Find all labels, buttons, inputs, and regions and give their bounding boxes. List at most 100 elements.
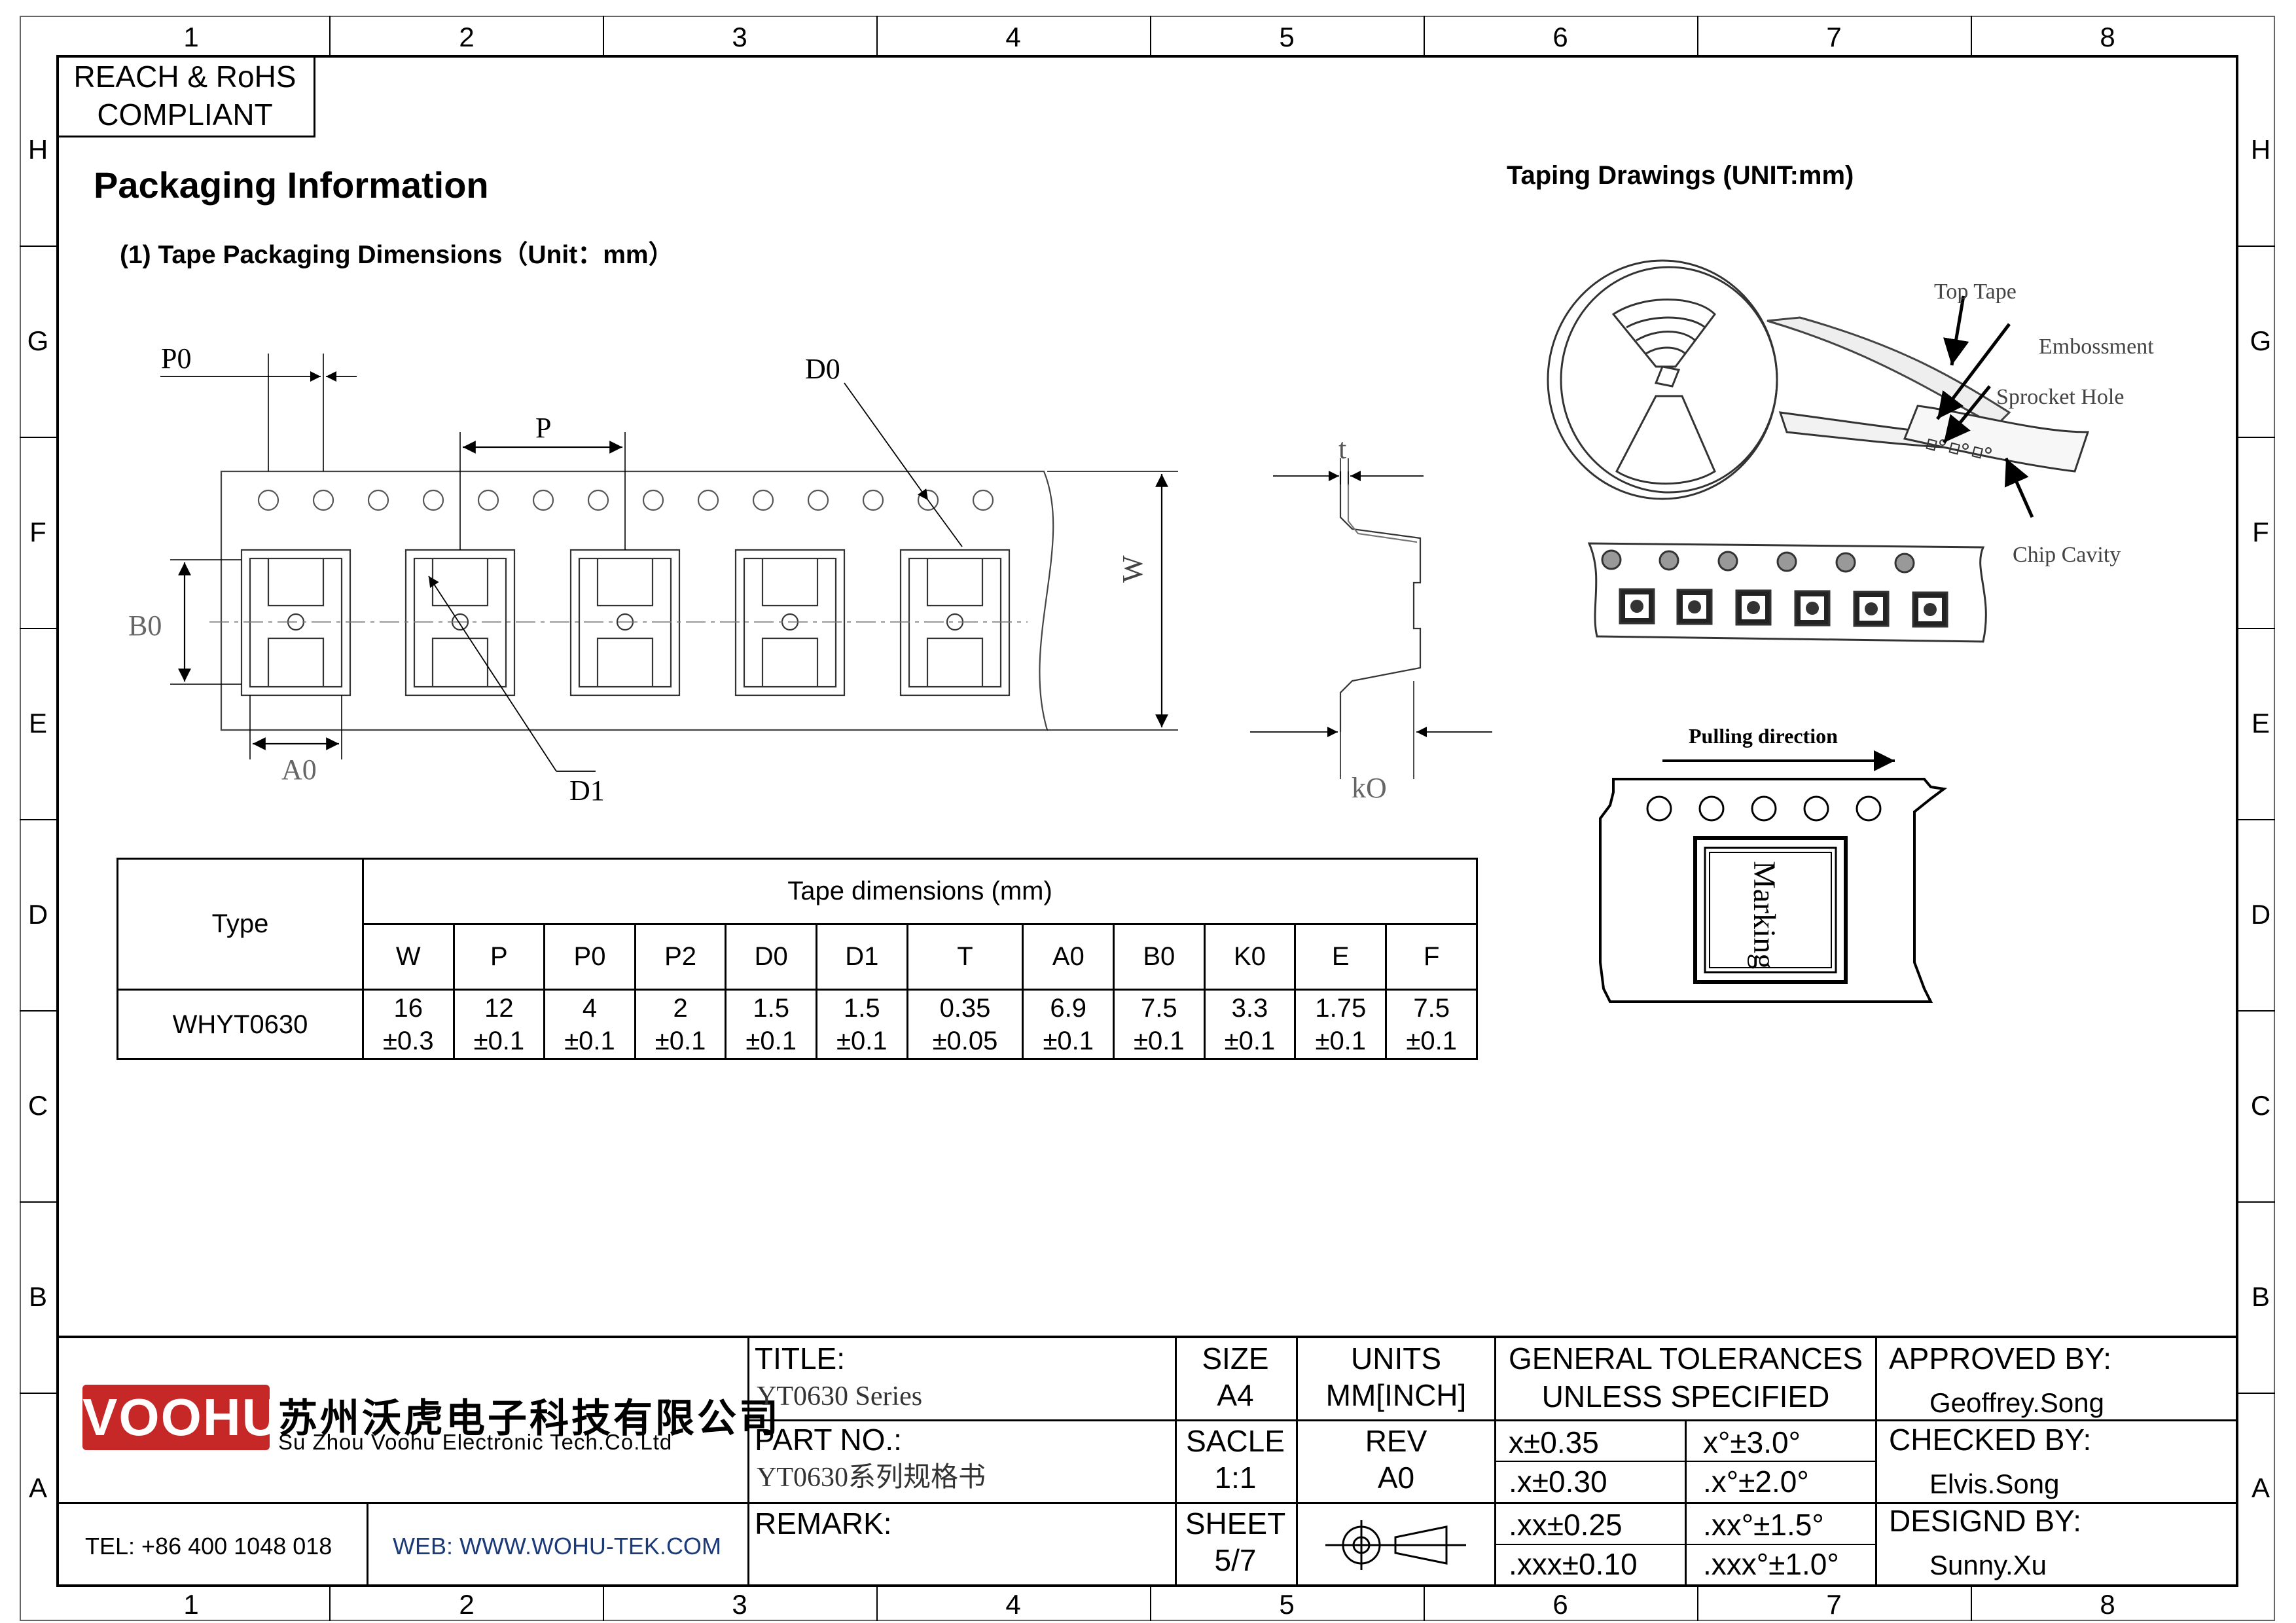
col-header-a0: A0	[1022, 923, 1115, 991]
zone-col-3-bottom: 3	[732, 1589, 747, 1620]
value-cell-p0: 4 ±0.1	[543, 989, 636, 1060]
tolerance: ±0.1	[1406, 1026, 1457, 1055]
col-header-k0: K0	[1203, 923, 1297, 991]
tolerance: ±0.1	[655, 1026, 706, 1055]
company-web: WEB: WWW.WOHU-TEK.COM	[393, 1533, 721, 1559]
col-header-w: W	[362, 923, 455, 991]
table-row: WHYT0630 16±0.3 12±0.1 4±0.1 2±0.1 1.5±0…	[117, 989, 1478, 1060]
units-value: MM[INCH]	[1325, 1378, 1467, 1412]
approved-value: Geoffrey.Song	[1929, 1387, 2104, 1418]
sheet-label: SHEET	[1185, 1506, 1286, 1541]
tape-dimension-drawing: P0 P D0 W B0 A0 D1 t kO	[128, 342, 1492, 807]
nominal: 3.3	[1231, 993, 1268, 1023]
checked-label: CHECKED BY:	[1889, 1423, 2092, 1457]
col-header-e: E	[1294, 923, 1388, 991]
col-header-b0: B0	[1113, 923, 1206, 991]
tolerance-title-1: GENERAL TOLERANCES	[1508, 1341, 1863, 1376]
marking-tape-illustration	[1599, 778, 1948, 1003]
sheet-value: 5/7	[1214, 1543, 1257, 1577]
nominal: 12	[484, 993, 514, 1023]
zone-col-6-bottom: 6	[1552, 1589, 1568, 1620]
taping-illustrations: Top Tape Embossment Sprocket Hole Chip C…	[1547, 259, 2154, 1003]
taping-title: Taping Drawings (UNIT:mm)	[1507, 161, 1854, 190]
tolerance-angular-1: .x°±2.0°	[1703, 1465, 1809, 1499]
value-cell-e: 1.75±0.1	[1294, 989, 1388, 1060]
tolerance: ±0.3	[383, 1026, 434, 1055]
units-label: UNITS	[1351, 1341, 1441, 1376]
value-cell-f: 7.5 ±0.1	[1385, 989, 1478, 1060]
label-p: P	[535, 412, 551, 444]
zone-col-8-bottom: 8	[2100, 1589, 2115, 1620]
nominal: 7.5	[1141, 993, 1177, 1023]
type-header: Type	[117, 858, 364, 991]
col-header-d1: D1	[815, 923, 908, 991]
zone-col-2-top: 2	[459, 22, 475, 52]
zone-row-d-left: D	[27, 899, 48, 930]
zone-row-f-right: F	[2252, 517, 2269, 547]
company-logo: VOOHU	[82, 1385, 279, 1450]
nominal: 1.5	[843, 993, 880, 1023]
col-header-p: P	[452, 923, 546, 991]
label-t: t	[1338, 433, 1346, 465]
col-header-p2: P2	[634, 923, 727, 991]
tolerance-angular-0: x°±3.0°	[1703, 1425, 1801, 1459]
value-cell-b0: 7.5±0.1	[1113, 989, 1206, 1060]
company-name-cn: 苏州沃虎电子科技有限公司	[278, 1396, 781, 1440]
title-value: YT0630 Series	[757, 1381, 923, 1412]
zone-col-7-bottom: 7	[1826, 1589, 1842, 1620]
outer-border	[20, 16, 2275, 1621]
zone-row-g-right: G	[2250, 325, 2272, 356]
nominal: 1.5	[753, 993, 789, 1023]
value-cell-w: 16 ±0.3	[362, 989, 455, 1060]
label-p0: P0	[161, 342, 191, 374]
zone-row-a-left: A	[28, 1472, 47, 1503]
part-no-value: YT0630系列规格书	[757, 1463, 986, 1493]
nominal: 16	[393, 993, 423, 1023]
tolerance-linear-2: .xx±0.25	[1509, 1508, 1623, 1542]
tolerance-linear-0: x±0.35	[1509, 1425, 1599, 1459]
compliance-line-1: REACH & RoHS	[73, 60, 296, 94]
value-cell-p: 12 ±0.1	[452, 989, 546, 1060]
scale-label: SACLE	[1186, 1424, 1285, 1458]
value-cell-t: 0.35 ±0.05	[906, 989, 1024, 1060]
nominal: 0.35	[939, 993, 991, 1023]
value-cell-d0: 1.5 ±0.1	[725, 989, 817, 1060]
label-d0: D0	[805, 353, 840, 385]
page-title: Packaging Information	[94, 164, 489, 206]
zone-col-1-top: 1	[183, 22, 199, 52]
nominal: 7.5	[1413, 993, 1450, 1023]
value-cell-d1: 1.5 ±0.1	[815, 989, 908, 1060]
nominal: 4	[582, 993, 598, 1023]
section-subtitle: (1) Tape Packaging Dimensions（Unit：mm）	[120, 241, 674, 269]
tolerance: ±0.1	[1043, 1026, 1094, 1055]
tolerance-linear-1: .x±0.30	[1509, 1465, 1607, 1499]
size-value: A4	[1217, 1378, 1254, 1412]
tolerance: ±0.1	[836, 1026, 888, 1055]
label-w: W	[1117, 555, 1149, 583]
tolerance: ±0.1	[745, 1026, 797, 1055]
label-chip-cavity: Chip Cavity	[2013, 543, 2121, 567]
zone-col-3-top: 3	[732, 22, 747, 52]
zone-row-c-left: C	[27, 1090, 48, 1121]
tape-strip-illustration	[1587, 542, 1987, 643]
value-cell-a0: 6.9±0.1	[1022, 989, 1115, 1060]
compliance-box: REACH & RoHS COMPLIANT	[56, 55, 315, 137]
tape-dimensions-header: Tape dimensions (mm)	[362, 858, 1478, 925]
tolerance: ±0.1	[1224, 1026, 1276, 1055]
tolerance-angular-2: .xx°±1.5°	[1703, 1508, 1824, 1542]
tolerance: ±0.1	[564, 1026, 615, 1055]
tolerance-angular-3: .xxx°±1.0°	[1703, 1547, 1839, 1581]
zone-row-a-right: A	[2251, 1472, 2270, 1503]
zone-col-7-top: 7	[1826, 22, 1842, 52]
designed-value: Sunny.Xu	[1929, 1550, 2047, 1580]
tolerance: ±0.1	[473, 1026, 525, 1055]
tolerance: ±0.05	[932, 1026, 998, 1055]
rev-value: A0	[1377, 1461, 1415, 1495]
col-header-d0: D0	[725, 923, 817, 991]
tolerance-linear-3: .xxx±0.10	[1509, 1547, 1638, 1581]
zone-col-6-top: 6	[1552, 22, 1568, 52]
value-cell-p2: 2±0.1	[634, 989, 727, 1060]
value-cell-k0: 3.3 ±0.1	[1203, 989, 1297, 1060]
remark-label: REMARK:	[755, 1506, 892, 1541]
